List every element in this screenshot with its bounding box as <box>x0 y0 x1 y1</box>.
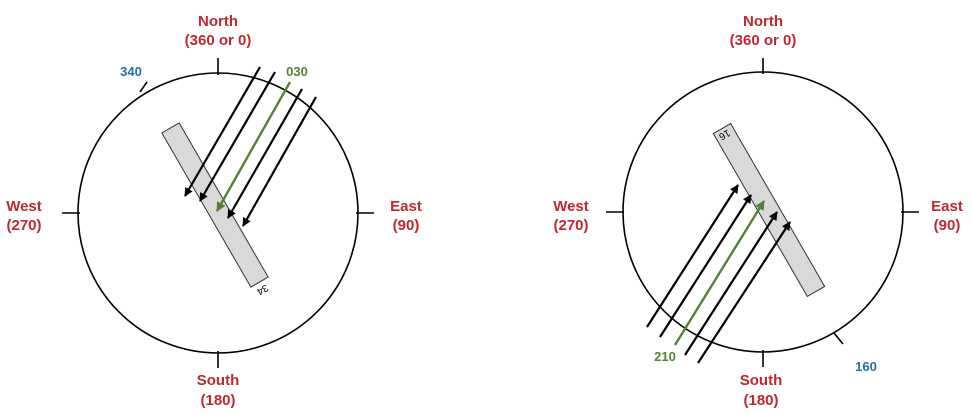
right-north-label: North <box>743 13 783 30</box>
left-north-degrees: (360 or 0) <box>185 32 252 49</box>
left-west-degrees: (270) <box>6 217 41 234</box>
right-east-label: East <box>931 198 963 215</box>
right-east-degrees: (90) <box>934 217 961 234</box>
left-south-label: South <box>197 372 240 389</box>
right-west-label: West <box>553 198 589 215</box>
left-runway-heading-label: 340 <box>120 64 142 79</box>
arrow-icon <box>684 211 778 356</box>
arrow-icon <box>697 221 791 364</box>
left-west-label: West <box>6 198 42 215</box>
right-compass-diagram: 16 North (360 or 0) South (180) West (27… <box>553 13 963 409</box>
right-tick-160 <box>833 332 844 345</box>
right-wind-heading-label: 210 <box>654 349 676 364</box>
right-wind-arrows <box>646 184 791 364</box>
left-south-degrees: (180) <box>200 392 235 409</box>
left-wind-arrows <box>184 66 317 227</box>
arrow-icon <box>227 88 303 219</box>
arrow-icon <box>659 194 752 338</box>
left-compass-diagram: 34 North (360 or 0) South (180) West (27… <box>6 13 422 409</box>
left-east-label: East <box>390 198 422 215</box>
right-runway-heading-label: 160 <box>855 359 877 374</box>
arrow-icon <box>646 184 739 328</box>
left-east-degrees: (90) <box>393 217 420 234</box>
arrow-icon <box>199 71 276 202</box>
left-runway-number: 34 <box>254 282 270 297</box>
arrow-icon <box>242 96 317 227</box>
left-north-label: North <box>198 13 238 30</box>
right-runway <box>712 122 826 298</box>
right-runway-number: 16 <box>716 127 732 142</box>
arrow-icon <box>215 81 292 212</box>
right-south-label: South <box>740 372 783 389</box>
right-north-degrees: (360 or 0) <box>730 32 797 49</box>
right-south-degrees: (180) <box>743 392 778 409</box>
arrow-icon <box>673 200 766 346</box>
left-tick-340 <box>139 81 148 93</box>
left-wind-heading-label: 030 <box>286 64 308 79</box>
right-west-degrees: (270) <box>553 217 588 234</box>
arrow-icon <box>184 66 261 197</box>
